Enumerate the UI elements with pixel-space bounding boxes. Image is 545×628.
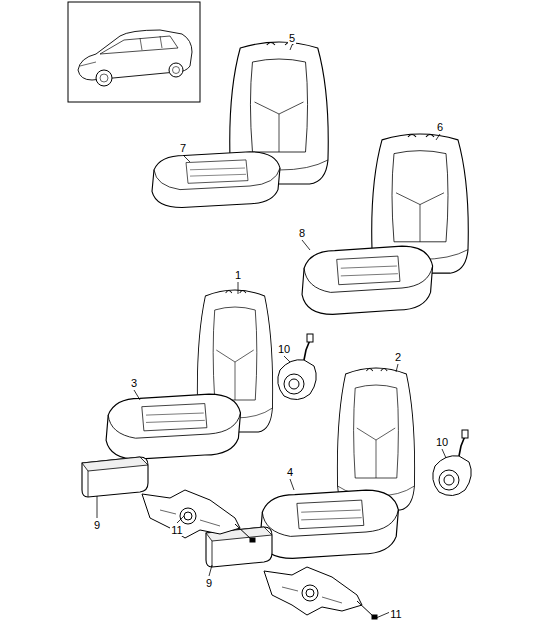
callout-number: 6 (436, 122, 444, 133)
callout-number: 5 (288, 33, 296, 44)
callout-number: 3 (130, 378, 138, 389)
callout-number: 1 (234, 270, 242, 281)
side-module (278, 334, 317, 400)
cushion-cover (106, 394, 240, 459)
leader-lines (97, 45, 446, 618)
backrest-cover (337, 368, 414, 510)
thigh-pad (82, 457, 148, 497)
callout-number: 4 (286, 467, 294, 478)
callout-number: 10 (435, 437, 449, 448)
callout-number: 7 (179, 143, 187, 154)
heating-mat (142, 490, 255, 542)
side-module (433, 430, 472, 496)
callout-number: 11 (389, 609, 402, 620)
cushion-cover (152, 152, 280, 208)
callout-number: 11 (170, 525, 183, 536)
cushion-cover (302, 246, 433, 314)
heating-mat (264, 567, 377, 619)
vehicle-thumbnail (68, 2, 200, 102)
callout-number: 2 (394, 352, 402, 363)
callout-number: 9 (93, 520, 101, 531)
callout-number: 9 (205, 578, 213, 589)
callout-number: 10 (277, 344, 291, 355)
callout-number: 8 (298, 228, 306, 239)
cushion-cover (260, 490, 398, 558)
